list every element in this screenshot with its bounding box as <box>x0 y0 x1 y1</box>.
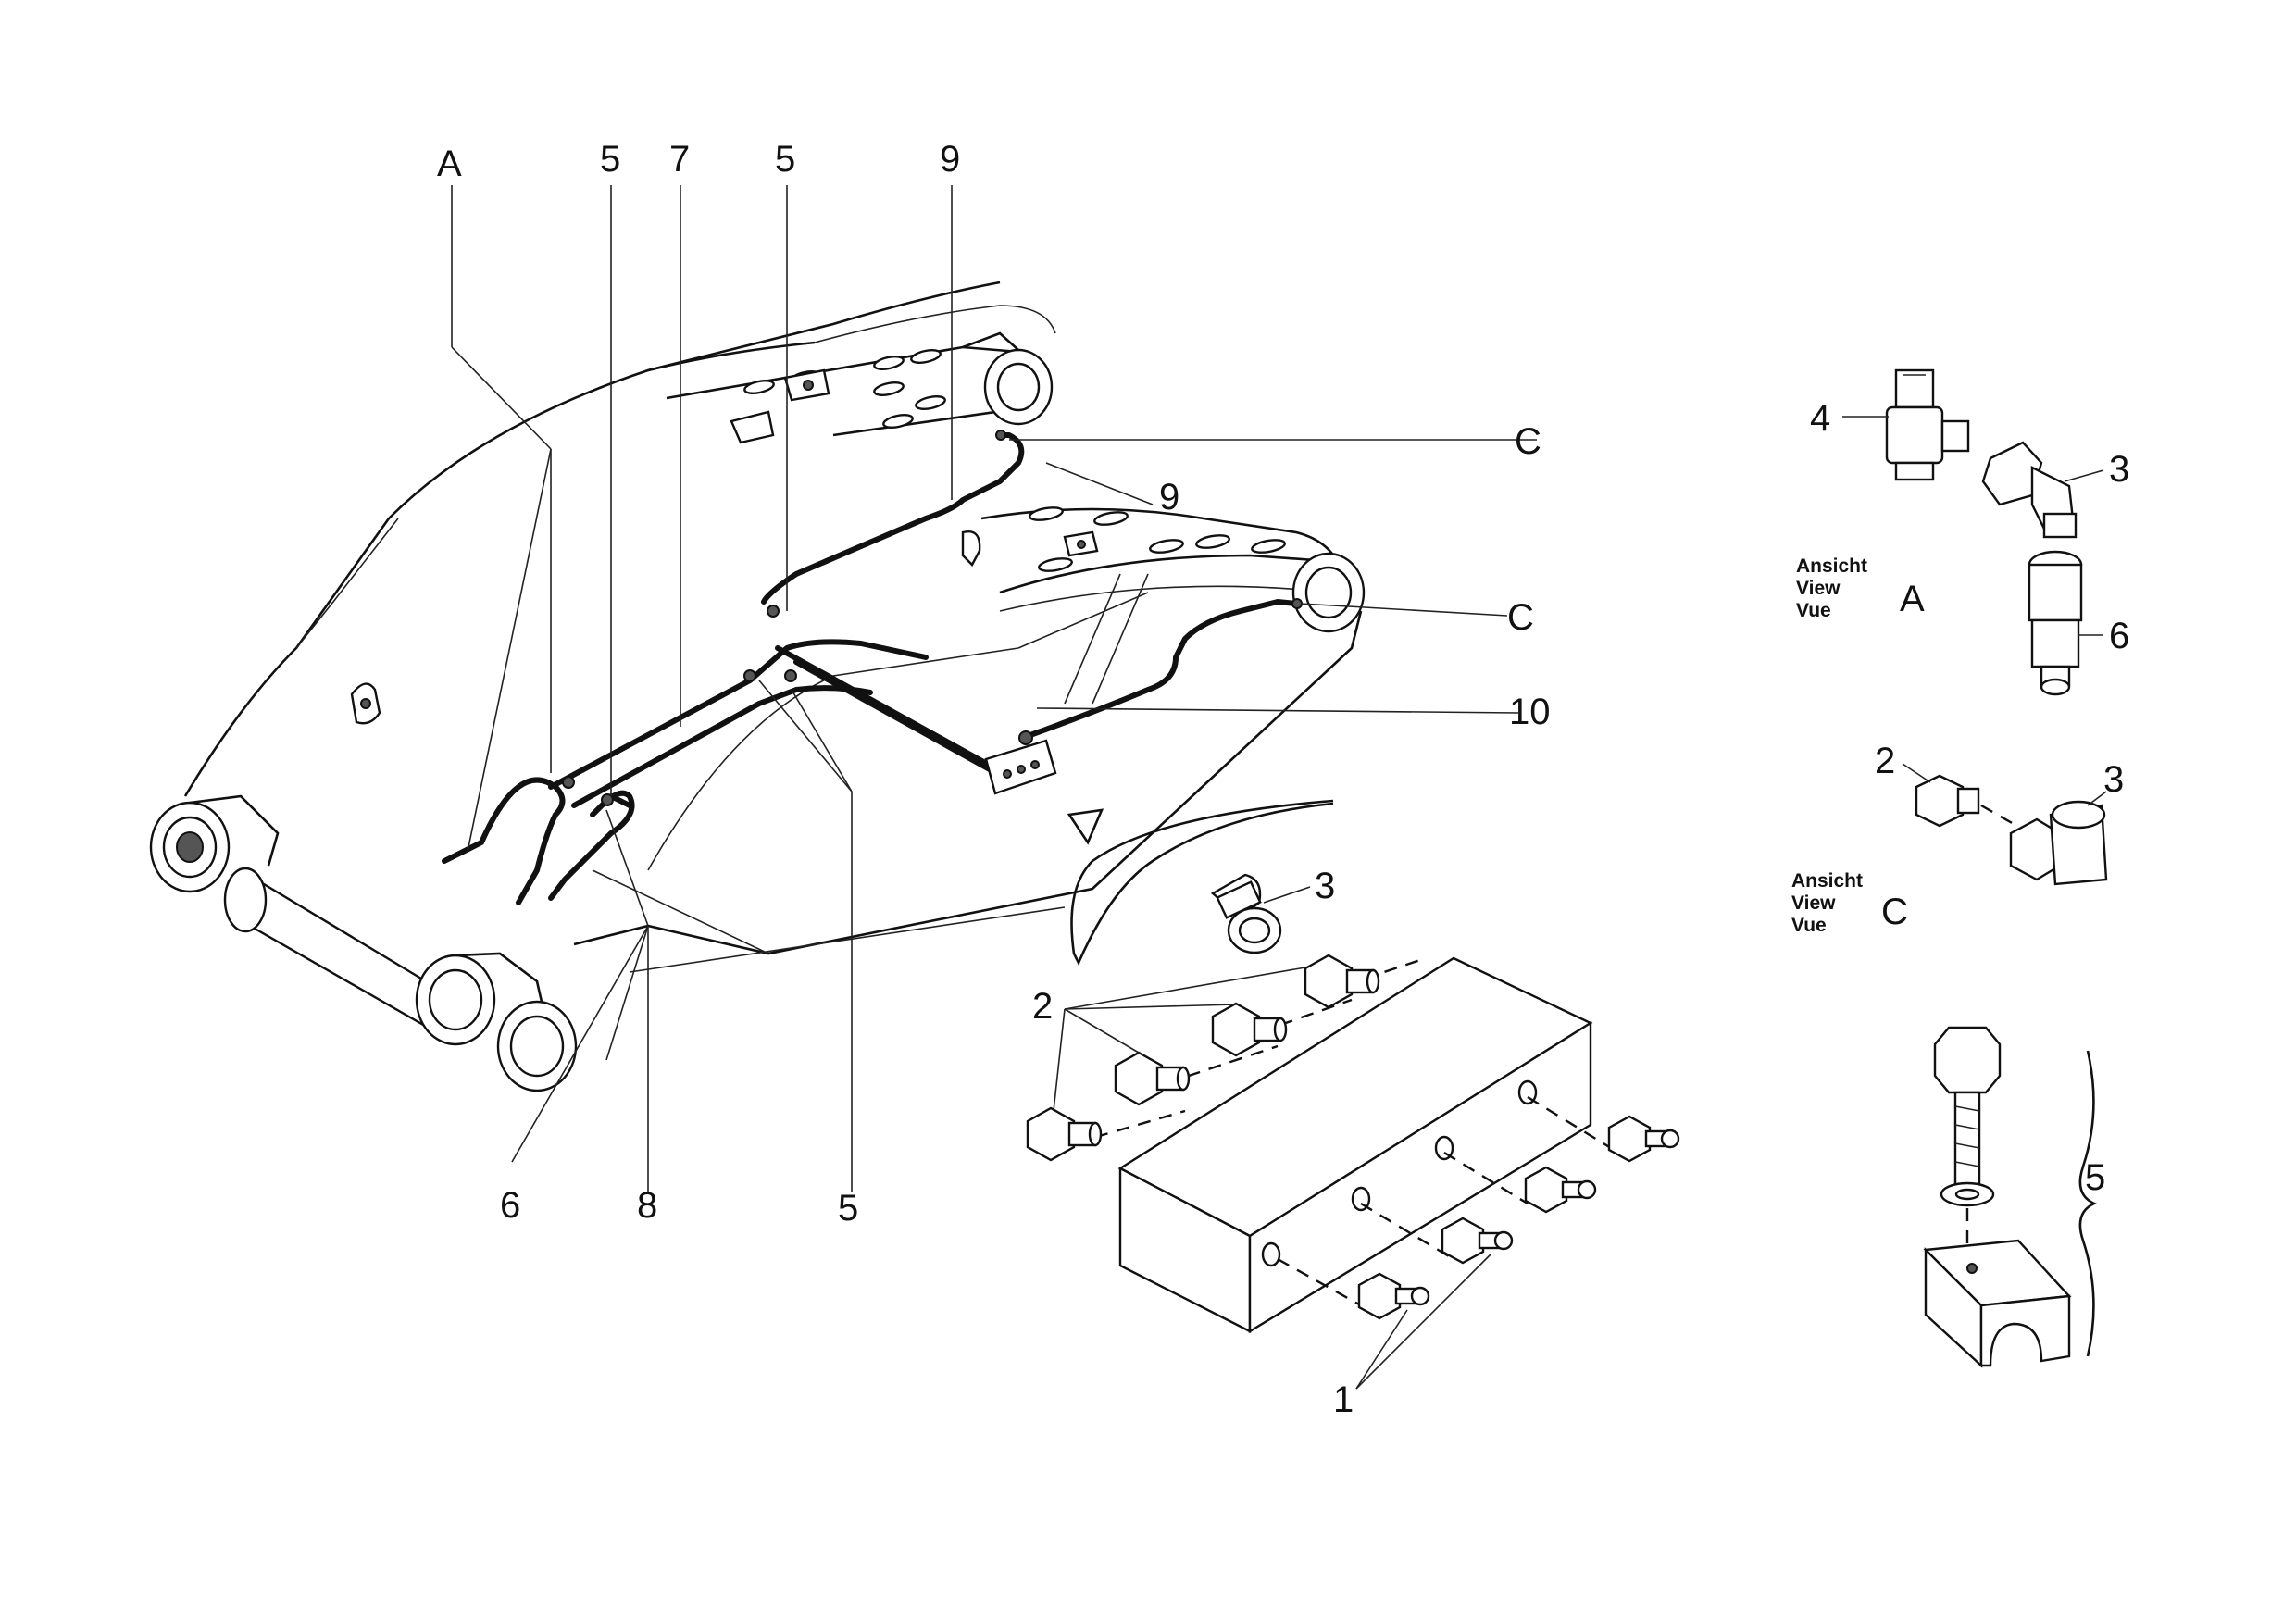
detail-view-a <box>1842 368 2104 696</box>
block-fittings-2 <box>1026 954 1380 1162</box>
callout-6-detail: 6 <box>2109 616 2129 656</box>
detail-clamp-5 <box>1923 1026 2098 1368</box>
callout-8: 8 <box>637 1185 657 1226</box>
callout-4-detail: 4 <box>1810 398 1830 439</box>
detail-view-c <box>1902 763 2108 886</box>
view-c-letter: C <box>1881 892 1908 932</box>
callout-7: 7 <box>669 139 690 180</box>
leader-lines <box>451 185 1537 1194</box>
callout-5-bottom: 5 <box>838 1188 858 1229</box>
callout-1-block: 1 <box>1333 1379 1354 1420</box>
callout-5-top-mid: 5 <box>775 139 795 180</box>
callout-10: 10 <box>1509 692 1551 732</box>
view-c-label-view: View <box>1791 892 1836 914</box>
callout-9-mid: 9 <box>1159 477 1179 518</box>
boom-structure <box>149 281 1366 1092</box>
callout-3-detail-c: 3 <box>2103 759 2124 800</box>
callout-2-detail-c: 2 <box>1875 741 1895 781</box>
callout-c-upper: C <box>1515 421 1541 462</box>
hose-manifold-connector <box>562 430 1303 806</box>
callout-5-detail: 5 <box>2085 1157 2105 1198</box>
assembly-axes <box>1073 956 1612 1307</box>
callout-5-top-left: 5 <box>600 139 620 180</box>
callout-a-top: A <box>437 143 462 184</box>
callout-3-block: 3 <box>1315 866 1335 906</box>
callout-3-detail-a: 3 <box>2109 449 2129 490</box>
view-a-letter: A <box>1900 579 1925 619</box>
view-c-label-ansicht: Ansicht <box>1791 870 1863 892</box>
view-c-label-vue: Vue <box>1791 915 1827 936</box>
view-a-label-ansicht: Ansicht <box>1796 555 1867 577</box>
callout-6-bottom: 6 <box>500 1185 520 1226</box>
block-leaders <box>1053 886 1491 1390</box>
lubrication-hoses <box>442 432 1299 905</box>
view-a-label-vue: Vue <box>1796 600 1831 621</box>
callout-9-top: 9 <box>940 139 960 180</box>
block-nipples-1 <box>1357 1115 1680 1320</box>
callout-c-lower: C <box>1507 597 1534 638</box>
callout-2-block: 2 <box>1032 986 1053 1027</box>
block-elbow-3 <box>1210 873 1282 954</box>
distributor-block <box>1117 956 1593 1334</box>
view-a-label-view: View <box>1796 578 1841 599</box>
flow-arrow <box>1067 799 1334 967</box>
